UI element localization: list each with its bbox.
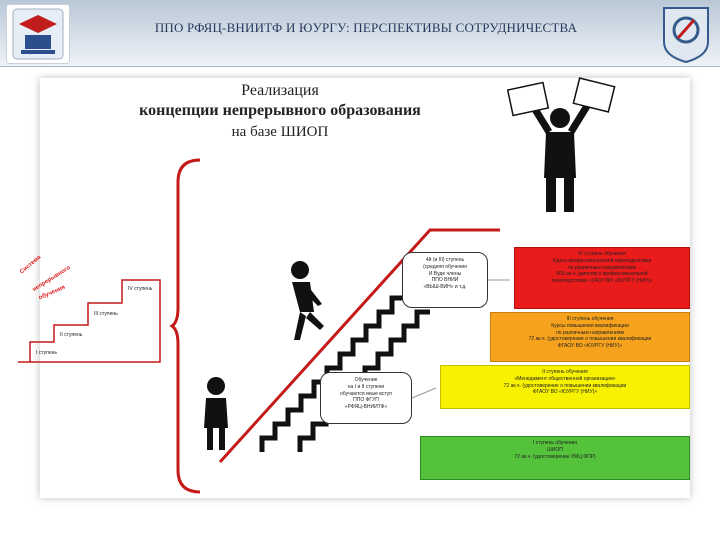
step-label-4: IV ступень [128, 286, 153, 292]
level1-box: I ступень обучения ШИОП 72 ак.ч. (удосто… [420, 436, 690, 480]
box-line: 72 ак.ч. (удостоверение о повышении квал… [503, 382, 627, 389]
climbing-person-icon [291, 261, 324, 340]
university-logo-icon [12, 8, 64, 60]
box-line: ШИОП [547, 446, 563, 453]
graduate-person-icon [530, 104, 590, 212]
small-staircase [18, 279, 161, 363]
diploma-icon [506, 77, 616, 117]
callout-line: «ВЫШ-ВИН» и т.д. [423, 284, 467, 290]
header-title: ППО РФЯЦ-ВНИИТФ И ЮУРГУ: ПЕРСПЕКТИВЫ СОТ… [154, 20, 578, 35]
step-label-2: II ступень [60, 332, 83, 338]
box-line: Курсы профессиональной переподготовки [552, 257, 652, 264]
box-heading: II ступень обучения [542, 369, 588, 375]
callout-line: на I и II ступени [347, 383, 385, 390]
lower-callout: Обучение на I и II ступени обучаются ины… [320, 372, 412, 424]
callout-line: обучаются иные вступ [340, 390, 392, 397]
right-logo [660, 2, 712, 64]
box-line: 72 ак.ч. (удостоверение УМЦ ФПР) [514, 453, 596, 460]
connector-arrow [411, 387, 437, 399]
slide-title-line2: концепции непрерывного образования [139, 102, 421, 119]
left-logo [6, 4, 70, 64]
box-line: ФГАОУ ВО «ЮУРГУ (НИУ)» [532, 389, 598, 396]
callout-line: (средняя обучения [423, 263, 467, 270]
level2-box: II ступень обучения «Менеджмент обществе… [440, 365, 690, 409]
box-heading: IV ступень обучения [578, 251, 626, 257]
callout-line: И Вуде члены [428, 270, 462, 277]
box-line: «Менеджмент общественной организации» [514, 375, 616, 382]
box-line: Курсы повышения квалификации [551, 322, 629, 329]
callout-line: 4й (и III) ступень [425, 257, 465, 263]
box-line: ФГАОУ ВО «ЮУРГУ (НИУ)» [557, 343, 623, 349]
level4-box: IV ступень обучения Курсы профессиональн… [514, 247, 690, 309]
box-line: переподготовке «ГАОУ ВО «ЮУРГУ (НИУ)» [551, 278, 653, 284]
standing-person-icon [204, 377, 228, 450]
level3-box: III ступень обучения Курсы повышения ква… [490, 312, 690, 362]
large-staircase [259, 295, 405, 452]
box-heading: I ступень обучения [532, 440, 578, 446]
box-line: 500 ак.ч. (диплом о профессиональной [556, 271, 648, 278]
callout-line: ППО ФГУП [353, 397, 379, 404]
emblem-icon [663, 7, 709, 64]
header-bar: ППО РФЯЦ-ВНИИТФ И ЮУРГУ: ПЕРСПЕКТИВЫ СОТ… [0, 0, 720, 67]
box-heading: III ступень обучения [566, 316, 614, 322]
box-line: по различным направлениям [556, 329, 624, 336]
callout-line: ППО ВНИИ [431, 277, 459, 284]
step-label-3: III ступень [94, 311, 118, 317]
box-line: 72 ак.ч. (удостоверение о повышении квал… [528, 336, 652, 343]
left-bracket [169, 158, 201, 494]
step-label-1: I ступень [36, 350, 57, 356]
slide-title-line1: Реализация [241, 82, 319, 99]
upper-callout: 4й (и III) ступень (средняя обучения И В… [402, 252, 488, 308]
callout-line: Обучение [354, 377, 378, 383]
slide-title-line3: на базе ШИОП [231, 124, 329, 140]
callout-line: «РФЯЦ-ВНИИТФ» [344, 404, 388, 410]
box-line: по различным направлениям [568, 264, 636, 271]
growth-line [218, 228, 500, 464]
